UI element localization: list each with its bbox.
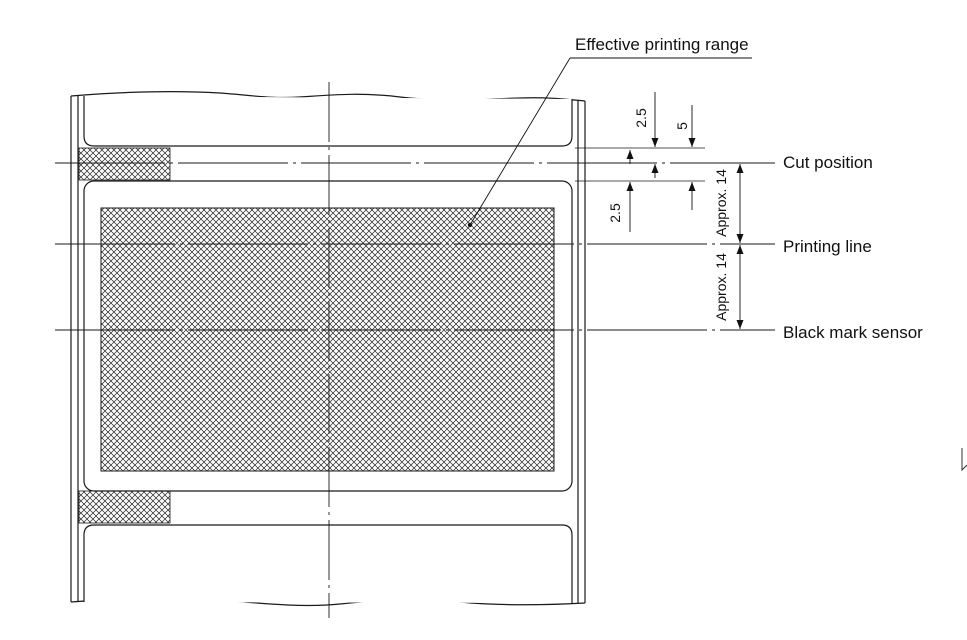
dimension-gap-below-cut: 2.5: [607, 164, 659, 232]
dim-text-gap-below-cut: 2.5: [607, 203, 623, 223]
dimension-cut-to-printing-line: Approx. 14: [713, 164, 744, 243]
effective-printing-area: [100, 207, 555, 472]
label-bottom-partial: [83, 524, 573, 603]
effective-printing-range-label: Effective printing range: [575, 35, 749, 54]
leader-dot: [467, 222, 473, 228]
dimension-gap-above-cut: 2.5: [626, 92, 659, 164]
black-mark-top: [78, 147, 171, 181]
labels: [83, 96, 573, 603]
dim-text-printing-line-to-sensor: Approx. 14: [713, 253, 729, 321]
cut-position-label: Cut position: [783, 153, 873, 172]
dim-text-gap-above-cut: 2.5: [633, 108, 649, 128]
leader-line: [469, 57, 571, 226]
black-mark-bottom: [78, 490, 171, 524]
dimension-black-mark-offset: 5: [674, 105, 696, 210]
dimension-printing-line-to-sensor: Approx. 14: [713, 245, 744, 329]
label-top-partial: [83, 96, 573, 147]
black-mark-sensor-label: Black mark sensor: [783, 323, 923, 342]
reference-lines: [55, 147, 775, 331]
dim-text-cut-to-printing-line: Approx. 14: [713, 169, 729, 237]
printing-line-label: Printing line: [783, 237, 872, 256]
effective-range-leader: [467, 57, 752, 228]
mouse-cursor-icon: [961, 448, 967, 472]
liner-top-wavy-edge: [70, 90, 586, 102]
dim-text-black-mark-offset: 5: [674, 122, 690, 130]
